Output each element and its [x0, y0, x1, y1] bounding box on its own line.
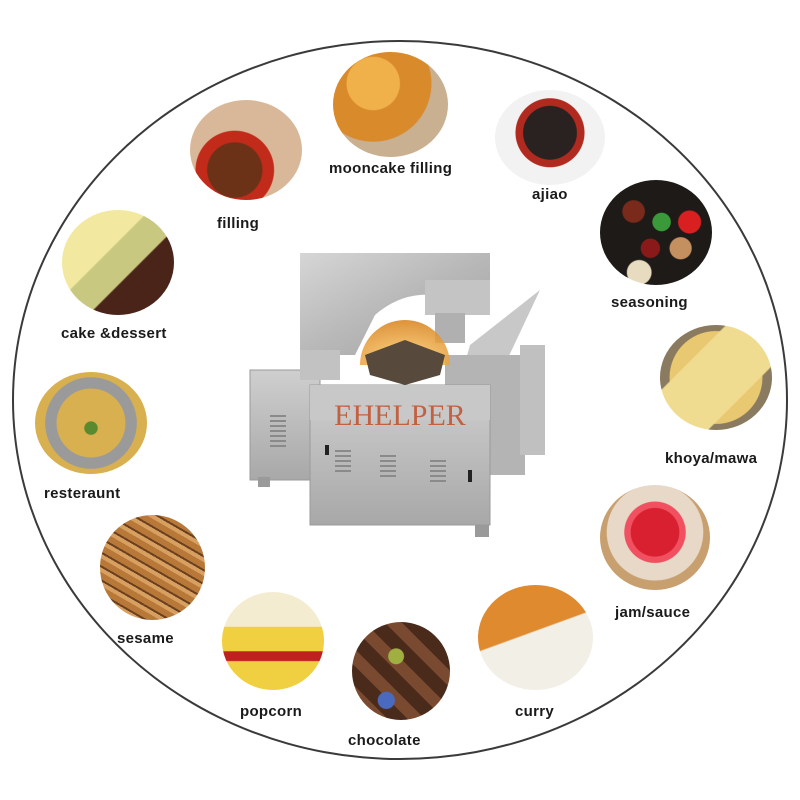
chocolate-image	[352, 622, 450, 720]
cake-dessert-image	[62, 210, 174, 315]
seasoning-label: seasoning	[611, 294, 688, 311]
sesame-image	[100, 515, 205, 620]
jam-sauce-label: jam/sauce	[615, 604, 691, 621]
popcorn-label: popcorn	[240, 703, 303, 720]
khoya-mawa-image	[660, 325, 772, 430]
watermark-text: EHELPER	[334, 399, 466, 432]
filling-image	[190, 100, 302, 200]
filling-label: filling	[217, 215, 260, 232]
jam-sauce-image	[600, 485, 710, 590]
cake-dessert-label: cake &dessert	[61, 325, 167, 342]
curry-image	[478, 585, 593, 690]
ajiao-image	[495, 90, 605, 185]
seasoning-image	[600, 180, 712, 285]
ajiao-label: ajiao	[532, 186, 568, 203]
outer-ring	[12, 40, 788, 760]
cooking-mixer-machine: EHELPER	[240, 245, 560, 545]
restaurant-image	[35, 372, 147, 474]
mooncake-filling-label: mooncake filling	[329, 160, 453, 177]
chocolate-label: chocolate	[348, 732, 421, 749]
restaurant-label: resteraunt	[44, 485, 121, 502]
sesame-label: sesame	[117, 630, 174, 647]
popcorn-image	[222, 592, 324, 690]
mooncake-filling-image	[333, 52, 448, 157]
curry-label: curry	[515, 703, 555, 720]
khoya-mawa-label: khoya/mawa	[665, 450, 758, 467]
